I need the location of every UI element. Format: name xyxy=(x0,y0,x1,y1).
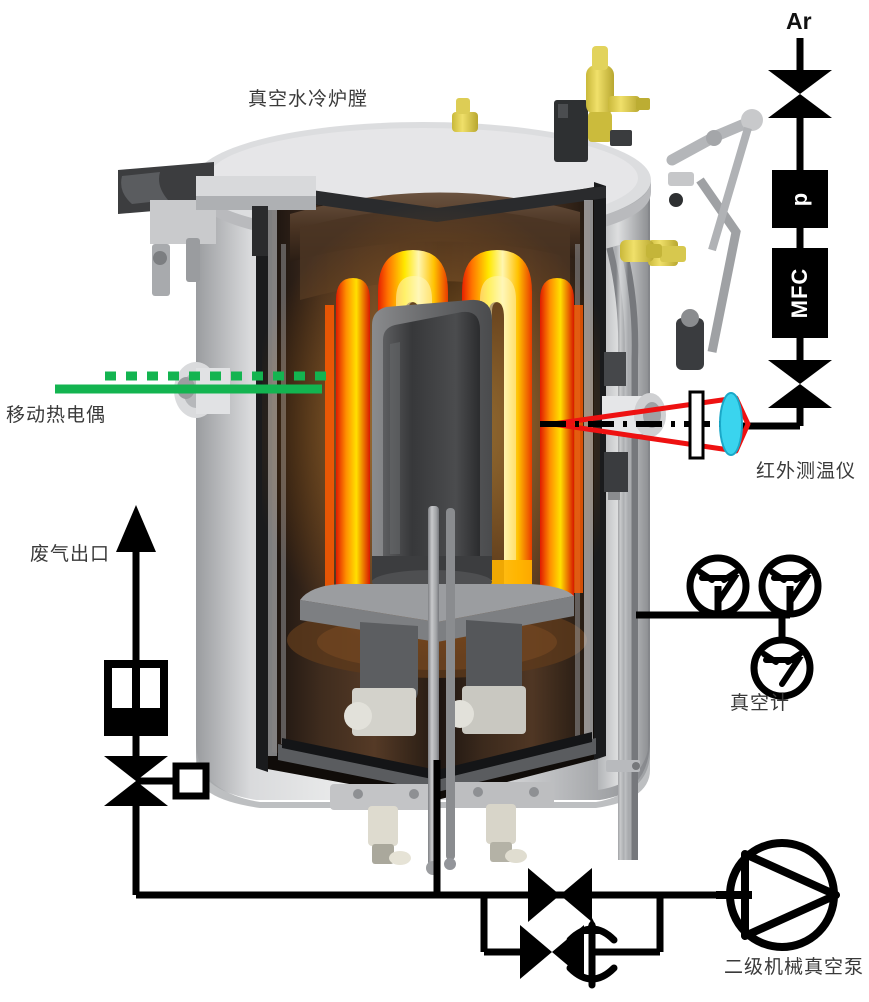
crucible xyxy=(372,299,492,594)
movable-thermocouple-line xyxy=(55,371,328,394)
chamber-label: 真空水冷炉膛 xyxy=(248,89,369,110)
pressure-regulator-box xyxy=(772,170,828,228)
exhaust-arrow-icon xyxy=(116,505,156,552)
pump-manifold xyxy=(136,760,716,956)
pressure-regulator-label: p xyxy=(787,191,812,207)
pump-valve-upper-icon xyxy=(528,868,592,922)
vacuum-pump-icon xyxy=(716,839,840,951)
thermocouple-label: 移动热电偶 xyxy=(6,405,107,426)
left-mount-bracket xyxy=(118,162,316,296)
argon-source-label: Ar xyxy=(786,8,812,34)
infrared-pyrometer-optics xyxy=(540,390,751,460)
right-side-pipe xyxy=(606,243,640,860)
argon-supply-line xyxy=(742,38,804,430)
exhaust-valve-icon xyxy=(104,756,210,806)
lower-yellow-fitting xyxy=(620,240,662,262)
pyrometer-label: 红外测温仪 xyxy=(756,461,857,482)
vacuum-gauge-glyphs xyxy=(697,569,812,687)
argon-valve-lower-icon xyxy=(768,360,832,408)
exhaust-outlet-label: 废气出口 xyxy=(30,544,111,565)
argon-valve-upper-icon xyxy=(768,70,832,118)
mfc-box xyxy=(772,248,828,338)
mfc-label: MFC xyxy=(787,267,812,319)
vacuum-pump-label: 二级机械真空泵 xyxy=(724,957,865,978)
exhaust-filter-icon xyxy=(104,660,168,736)
vacuum-gauge-icons xyxy=(686,554,822,700)
lid-fittings xyxy=(452,46,763,370)
throttle-valve-icon xyxy=(566,918,618,989)
vacuum-gauge-label: 真空计 xyxy=(730,693,791,714)
